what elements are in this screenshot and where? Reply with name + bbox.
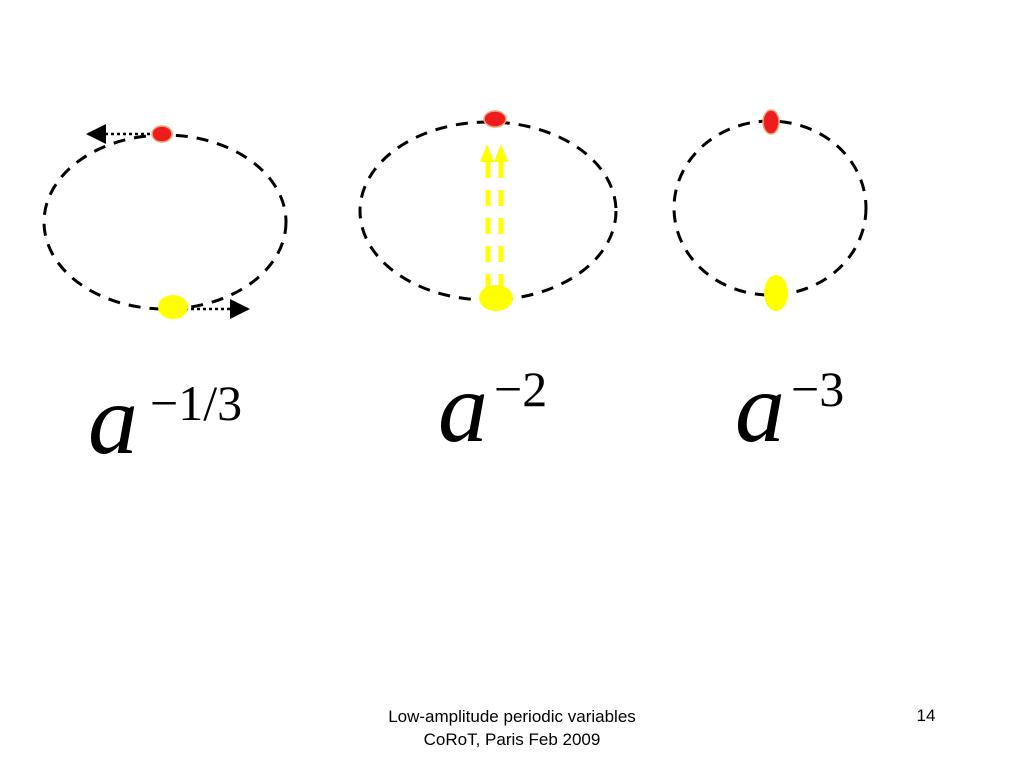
formula-a-minus-three: a −3 — [735, 358, 844, 458]
page-number: 14 — [916, 706, 936, 725]
light-travel-arrow — [480, 144, 508, 290]
red-star-2 — [483, 110, 507, 128]
footer-subtitle: CoRoT, Paris Feb 2009 — [423, 730, 601, 749]
yellow-star-2 — [479, 285, 513, 311]
orbit-panel-2 — [358, 110, 618, 311]
formula-exponent: −2 — [494, 361, 548, 417]
orbit-panel-3 — [672, 109, 868, 311]
formula-base: a — [735, 352, 785, 463]
formula-exponent: −3 — [791, 361, 845, 417]
formula-a-minus-one-third: a −1/3 — [88, 370, 242, 470]
yellow-star-3 — [764, 275, 788, 311]
orbit-panel-1 — [42, 124, 288, 319]
red-star-1 — [151, 125, 173, 143]
formula-base: a — [438, 352, 488, 463]
orbit-path-1 — [42, 133, 288, 311]
formula-exponent: −1/3 — [150, 375, 243, 431]
formula-a-minus-two: a −2 — [438, 358, 547, 458]
orbit-path-3 — [672, 119, 868, 297]
red-star-3 — [762, 109, 780, 135]
footer-title: Low-amplitude periodic variables — [388, 707, 636, 726]
yellow-star-1 — [158, 295, 188, 319]
formula-base: a — [88, 364, 138, 475]
